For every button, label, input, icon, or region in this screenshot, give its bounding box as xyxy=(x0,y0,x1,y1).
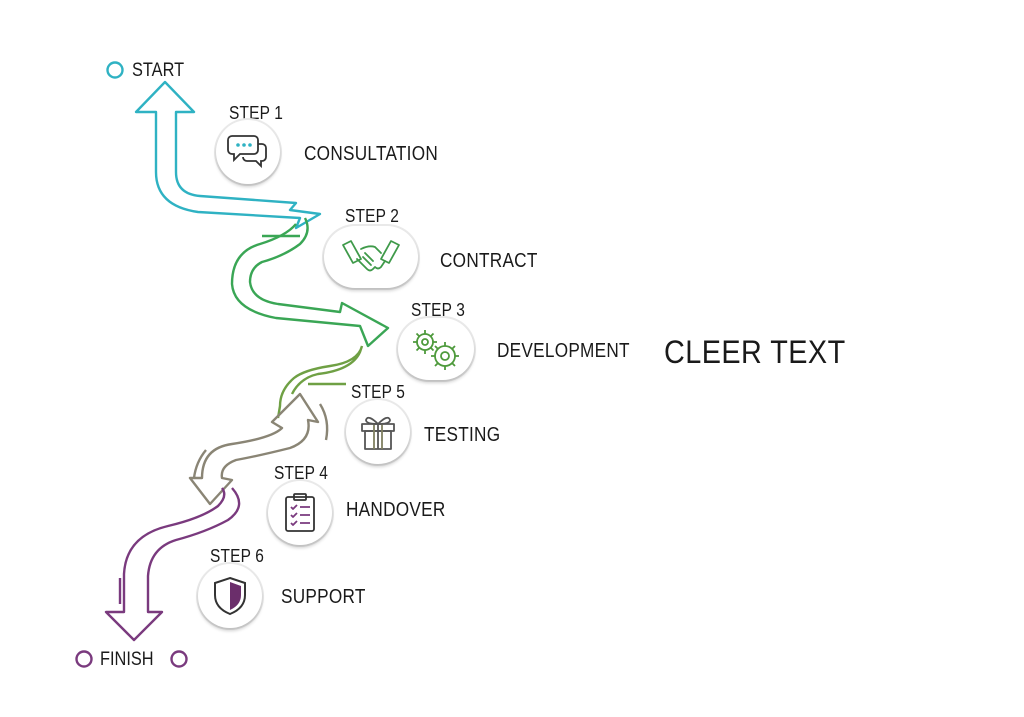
step-4-icon-disc xyxy=(268,481,332,545)
step-2-icon-disc xyxy=(324,226,418,288)
step-6-icon-disc xyxy=(198,564,262,628)
start-marker-icon xyxy=(106,61,124,79)
gears-icon xyxy=(413,330,459,370)
step-4-label: STEP 4 xyxy=(274,463,329,483)
headline: CLEER TEXT xyxy=(664,334,846,370)
flow-segment-start xyxy=(134,80,322,230)
finish-marker-left-icon xyxy=(75,650,93,668)
finish-label: FINISH xyxy=(100,649,154,670)
step-5-icon-disc xyxy=(346,400,410,464)
step-6-label: STEP 6 xyxy=(210,546,265,566)
step-5-label: STEP 5 xyxy=(351,382,406,402)
chat-bubbles-icon xyxy=(227,135,267,169)
step-2-label: STEP 2 xyxy=(345,206,400,226)
clipboard-checklist-icon xyxy=(285,493,315,532)
shield-icon xyxy=(214,576,246,616)
step-2-name: CONTRACT xyxy=(440,250,538,272)
finish-marker-right-icon xyxy=(170,650,188,668)
flow-segment-testing xyxy=(188,392,329,506)
flow-segment-contract xyxy=(230,217,390,348)
handshake-icon xyxy=(342,240,400,272)
step-3-icon-disc xyxy=(398,318,474,380)
step-1-label: STEP 1 xyxy=(229,103,284,123)
step-3-name: DEVELOPMENT xyxy=(497,340,630,362)
start-label: START xyxy=(132,60,185,81)
step-6-name: SUPPORT xyxy=(281,586,366,608)
flow-segment-finish xyxy=(104,487,241,642)
step-1-name: CONSULTATION xyxy=(304,143,439,165)
flow-segment-development xyxy=(276,345,364,419)
step-1-icon-disc xyxy=(216,120,280,184)
step-3-label: STEP 3 xyxy=(411,300,466,320)
step-5-name: TESTING xyxy=(424,424,501,446)
gift-box-icon xyxy=(361,416,395,450)
step-4-name: HANDOVER xyxy=(346,499,446,521)
